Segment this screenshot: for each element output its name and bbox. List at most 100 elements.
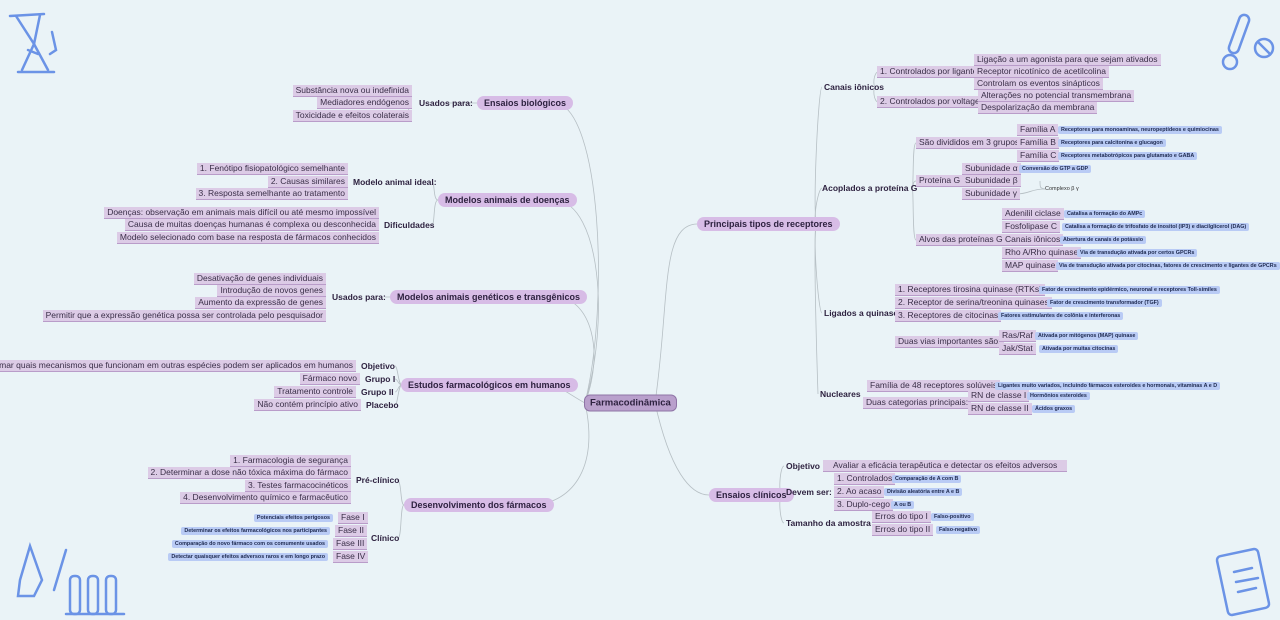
label-objetivo: Objetivo [361, 361, 396, 371]
node-nucleares[interactable]: Nucleares [820, 389, 861, 399]
leaf: Despolarização da membrana [978, 102, 1098, 114]
familia: Família B [1017, 137, 1059, 149]
fase-node: Fase IV [333, 551, 369, 563]
leaf: Toxicidade e efeitos colaterais [292, 110, 412, 122]
categoria-desc: Hormônios esteroides [1027, 392, 1090, 400]
subnode: Alvos das proteínas G [916, 234, 1006, 246]
via-desc: Ativada por muitas citocinas [1039, 345, 1119, 353]
subunidade: Subunidade α [962, 163, 1021, 175]
fase-node: Fase III [333, 538, 368, 550]
categoria: RN de classe I [968, 390, 1030, 402]
leaf: 3. Testes farmacocinéticos [245, 480, 351, 492]
subnode: Erros do tipo II [872, 524, 934, 536]
nucleares-desc: Ligantes muito variados, incluindo fárma… [995, 382, 1221, 390]
label-pre-clinico: Pré-clínico [356, 475, 400, 485]
label-usados-para: Usados para: [332, 292, 386, 302]
node-estudos-humanos[interactable]: Estudos farmacológicos em humanos [401, 378, 578, 392]
label-grupo-ii: Grupo II [361, 387, 394, 397]
leaf: Confirmar quais mecanismos que funcionam… [0, 360, 356, 372]
quinase-desc: Fatores estimulantes de colônia e interf… [998, 312, 1124, 320]
hourglass-flask-icon [8, 12, 58, 74]
leaf: Modelo selecionado com base na resposta … [116, 232, 379, 244]
leaf: Aumento da expressão de genes [195, 297, 326, 309]
familia: Família A [1017, 124, 1059, 136]
node-proteina-g[interactable]: Acoplados a proteína G [822, 183, 918, 193]
leaf: Substância nova ou indefinida [292, 85, 412, 97]
erro-desc: Falso-negativo [936, 526, 981, 534]
leaf: Mediadores endógenos [317, 97, 412, 109]
quinase-desc: Fator de crescimento transformador (TGF) [1047, 299, 1162, 307]
subnode: 3. Duplo-cego [834, 499, 893, 511]
node-modelos-geneticos[interactable]: Modelos animais genéticos e transgênicos [390, 290, 588, 304]
leaf: Alterações no potencial transmembrana [978, 90, 1135, 102]
quinase-desc: Fator de crescimento epidérmico, neurona… [1039, 286, 1220, 294]
subnode: 2. Receptor de serina/treonina quinases [895, 297, 1052, 309]
complexo-label: Complexo β γ [1045, 186, 1079, 192]
subnode: 1. Receptores tirosina quinase (RTKs) [895, 284, 1045, 296]
devem-desc: Divisão aleatória entre A e B [884, 488, 963, 496]
label-grupo-i: Grupo I [365, 374, 396, 384]
leaf: 4. Desenvolvimento químico e farmacêutic… [180, 492, 351, 504]
subnode: Duas categorias principais: [863, 397, 972, 409]
alvo: Adenilil ciclase [1002, 208, 1064, 220]
alvo: Fosfolipase C [1002, 221, 1060, 233]
alvo-desc: Via de transdução ativada por certos GPC… [1077, 249, 1198, 257]
label-usados-para: Usados para: [419, 98, 473, 108]
test-tubes-icon [16, 541, 126, 616]
thermometer-pill-icon [1221, 13, 1275, 71]
fase-desc: Detectar quaisquer efeitos adversos raro… [168, 553, 328, 561]
subnode: Erros do tipo I [872, 511, 931, 523]
node-ensaios-biologicos[interactable]: Ensaios biológicos [477, 96, 574, 110]
node-canais-ionicos[interactable]: Canais iônicos [824, 82, 884, 92]
node-ligados-quinase[interactable]: Ligados a quinase [824, 308, 899, 318]
alvo: Rho A/Rho quinase [1002, 247, 1082, 259]
devem-desc: A ou B [891, 501, 915, 509]
subnode: Proteína G [916, 175, 964, 187]
subnode: Duas vias importantes são: [895, 336, 1004, 348]
categoria: RN de classe II [968, 403, 1032, 415]
erro-desc: Falso-positivo [931, 513, 974, 521]
alvo-desc: Abertura de canais de potássio [1060, 236, 1146, 244]
label-objetivo: Objetivo [786, 461, 821, 471]
label-clinico: Clínico [371, 533, 400, 543]
subnode: 1. Controlados por ligantes [877, 66, 985, 78]
categoria-desc: Ácidos graxos [1032, 405, 1076, 413]
subnode: 2. Controlados por voltagem [877, 96, 990, 108]
fase-node: Fase I [338, 512, 368, 524]
leaf: 2. Causas similares [267, 176, 348, 188]
label-dificuldades: Dificuldades [384, 220, 435, 230]
leaf: Causa de muitas doenças humanas é comple… [124, 219, 379, 231]
alvo: Canais iônicos [1002, 234, 1064, 246]
familia: Família C [1017, 150, 1060, 162]
subunidade: Subunidade β [962, 175, 1021, 187]
fase-desc: Comparação do novo fármaco com os comume… [171, 540, 328, 548]
alvo-desc: Via de transdução ativada por citocinas,… [1056, 262, 1280, 270]
subunidade: Subunidade γ [962, 188, 1020, 200]
root-node[interactable]: Farmacodinâmica [584, 394, 677, 412]
leaf: 3. Resposta semelhante ao tratamento [195, 188, 348, 200]
leaf: Controlam os eventos sinápticos [974, 78, 1103, 90]
node-modelos-doencas[interactable]: Modelos animais de doenças [438, 193, 577, 207]
leaf: Avaliar a eficácia terapêutica e detecta… [823, 460, 1068, 472]
familia-desc: Receptores para calcitonina e glucagon [1058, 139, 1166, 147]
clipboard-icon [1215, 547, 1271, 617]
node-desenvolvimento[interactable]: Desenvolvimento dos fármacos [404, 498, 554, 512]
fase-desc: Determinar os efeitos farmacológicos nos… [181, 527, 330, 535]
via: Ras/Raf [999, 330, 1036, 342]
node-receptores[interactable]: Principais tipos de receptores [697, 217, 840, 231]
leaf: Fármaco novo [299, 373, 360, 385]
label-modelo-ideal: Modelo animal ideal: [353, 177, 437, 187]
subnode: 3. Receptores de citocinas [895, 310, 1002, 322]
leaf: Desativação de genes individuais [193, 273, 326, 285]
leaf: Introdução de novos genes [217, 285, 326, 297]
leaf: Doenças: observação em animais mais difí… [104, 207, 379, 219]
familia-desc: Receptores para monoaminas, neuropeptíde… [1058, 126, 1222, 134]
alvo-desc: Catalisa a formação do AMPc [1064, 210, 1146, 218]
leaf: Receptor nicotínico de acetilcolina [974, 66, 1109, 78]
alvo: MAP quinase [1002, 260, 1059, 272]
subnode: Família de 48 receptores solúveis [867, 380, 1001, 392]
node-ensaios-clinicos[interactable]: Ensaios clínicos [709, 488, 794, 502]
devem-desc: Comparação de A com B [892, 475, 962, 483]
subnode: 2. Ao acaso [834, 486, 885, 498]
